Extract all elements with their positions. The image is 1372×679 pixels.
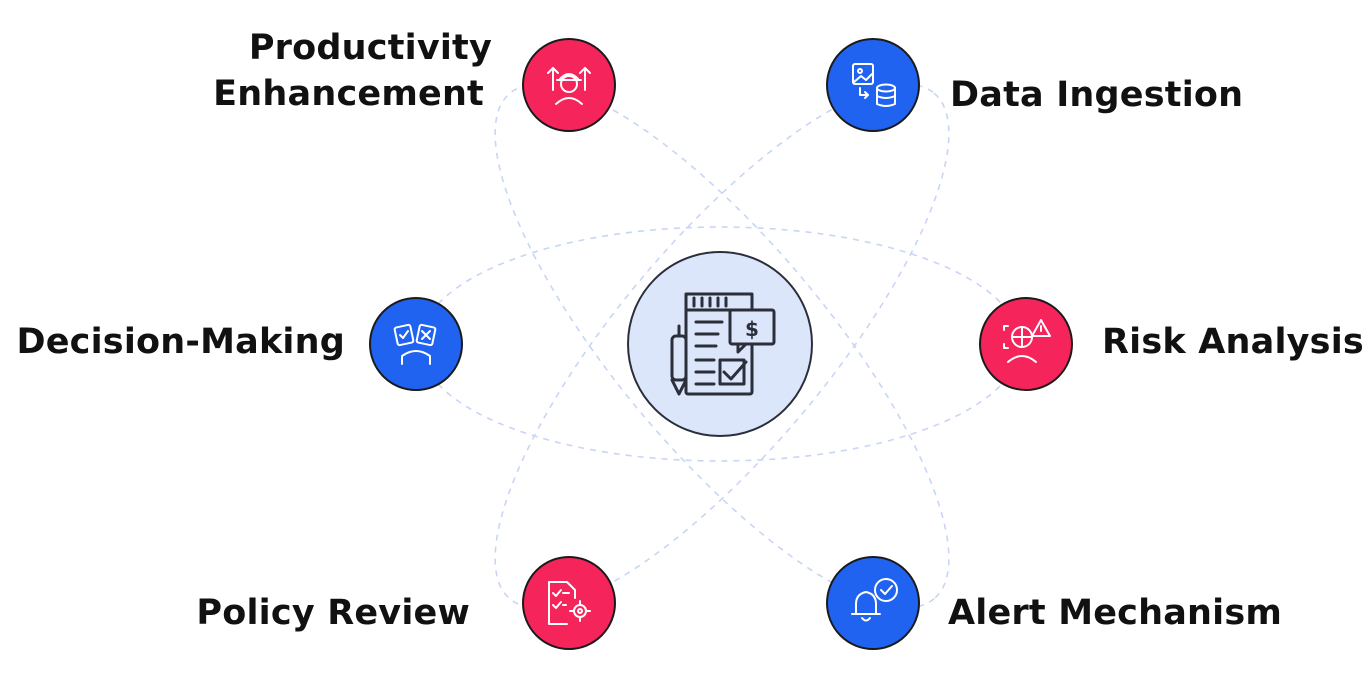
bell-check-icon [851,578,898,622]
data-ingestion-icon [852,63,896,107]
node-productivity-circle [522,38,616,132]
node-risk [979,297,1073,391]
node-alert-circle [826,556,920,650]
label-decision-making: Decision-Making [0,319,345,365]
label-decision-making-text: Decision-Making [16,322,345,362]
node-productivity [522,38,616,132]
label-risk-analysis: Risk Analysis [1102,319,1370,365]
label-data-ingestion-text: Data Ingestion [950,75,1244,115]
label-policy-review-text: Policy Review [196,593,470,633]
node-data-circle [826,38,920,132]
orbit-diagonal-a [494,83,950,609]
svg-text:$: $ [745,317,759,341]
label-productivity-line-1: Productivity [248,28,492,68]
node-risk-circle [979,297,1073,391]
node-policy-circle [522,556,616,650]
policy-checklist-icon [548,581,591,625]
orbit-diagonal-b [494,83,950,609]
label-productivity-line-2: Enhancement [213,74,484,114]
risk-alert-icon [1003,319,1051,363]
node-decision-circle [369,297,463,391]
financial-report-icon: $ [670,292,776,396]
label-alert-mechanism: Alert Mechanism [948,590,1288,636]
center-node: $ [627,251,813,437]
worker-growth-icon [547,67,591,105]
label-policy-review: Policy Review [160,590,470,636]
label-risk-analysis-text: Risk Analysis [1102,322,1364,362]
label-alert-mechanism-text: Alert Mechanism [948,593,1283,633]
node-policy [522,556,616,650]
decision-cards-icon [393,323,437,365]
label-data-ingestion: Data Ingestion [950,72,1280,118]
center-circle [627,251,813,437]
node-alert [826,556,920,650]
node-data [826,38,920,132]
node-decision [369,297,463,391]
label-productivity: Productivity Enhancement [190,25,492,117]
